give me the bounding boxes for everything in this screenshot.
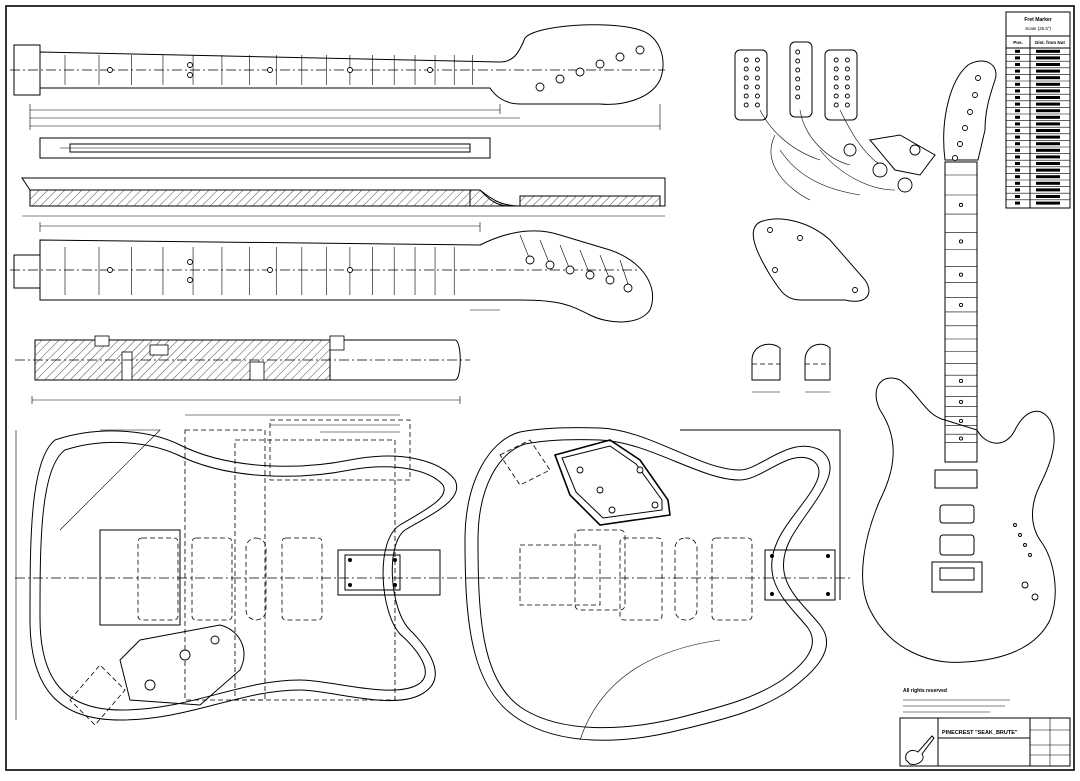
neck-top-view-tuners (10, 222, 654, 323)
body-rear-view (464, 427, 850, 741)
pickguard-piece (752, 218, 870, 302)
knob-detail (751, 343, 831, 393)
body-front-view (15, 396, 475, 726)
fret-marker-table (1005, 11, 1071, 209)
neck-side-view-hatched (21, 177, 666, 217)
wiring-diagram (734, 41, 936, 201)
fret-table-title: Fret Marker (1024, 17, 1051, 23)
sheet-border (5, 5, 1075, 771)
fret-table-pos-header: Pos. (1013, 40, 1023, 45)
rights-note-lines (903, 699, 1010, 713)
full-guitar-view (862, 60, 1056, 663)
neck-heel-section (15, 335, 470, 381)
neck-top-view (10, 24, 665, 130)
drawing-name-text: PINECREST "SEAK_BRUTE" (942, 730, 1018, 736)
rights-reserved-text: All rights reserved (903, 688, 947, 694)
neck-side-view-upper (39, 137, 491, 159)
fret-table-subtitle: Scale (25.5") (1025, 26, 1051, 31)
guitar-logo-icon (905, 735, 935, 765)
title-block (899, 717, 1071, 767)
fret-table-dist-header: Dist. from Nut (1035, 40, 1065, 45)
